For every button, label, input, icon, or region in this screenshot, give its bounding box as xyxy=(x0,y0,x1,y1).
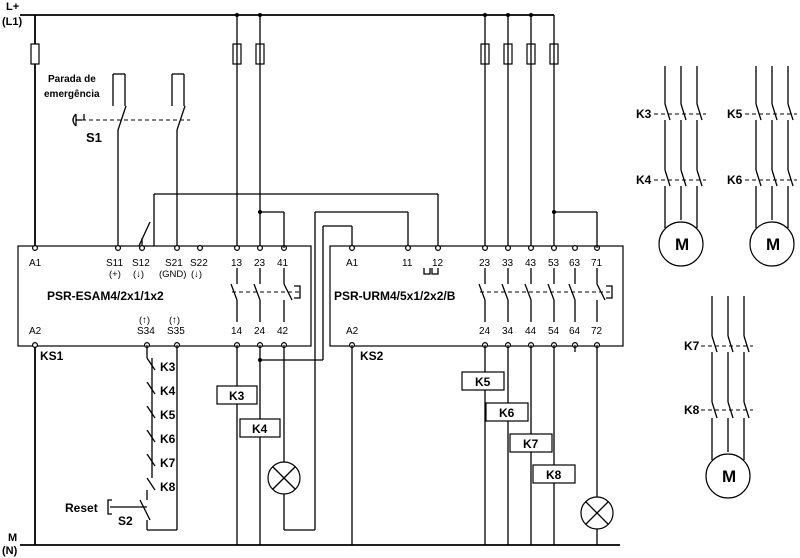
m1-top-sym-s21: (GND) xyxy=(159,269,186,280)
m2-bot-64: 64 xyxy=(569,326,581,337)
coil-k7 xyxy=(509,433,553,453)
m2-top-63: 63 xyxy=(569,258,581,269)
m2-bot-a2: A2 xyxy=(346,326,359,337)
coil-k3 xyxy=(216,385,258,405)
m1-bot-24: 24 xyxy=(254,326,266,337)
supply-bottom-label: M xyxy=(8,532,17,544)
m2-bot-24: 24 xyxy=(479,326,491,337)
module2-box xyxy=(329,245,624,349)
coil-k4-label: K4 xyxy=(252,422,268,436)
motor-2-circuit xyxy=(745,66,797,267)
m1-bot-a2: A2 xyxy=(29,326,42,337)
m2-bot-72: 72 xyxy=(591,326,603,337)
coil-k6 xyxy=(485,402,529,422)
feedback-k6: K6 xyxy=(160,432,176,446)
m1-bot-42: 42 xyxy=(277,326,289,337)
m1-top-s11: S11 xyxy=(106,258,123,269)
module1-top-terminal-labels: A1 S11 S12 S21 S22 13 23 41 (+) (↓) (GND… xyxy=(29,258,289,280)
lamp-icon xyxy=(267,461,301,495)
coil-k3-label: K3 xyxy=(229,389,245,403)
estop-caption-line2: emergência xyxy=(44,89,100,100)
feedback-k8: K8 xyxy=(160,480,176,494)
motor2-contactor-b: K6 xyxy=(727,173,743,187)
feedback-k3: K3 xyxy=(160,360,176,374)
m1-top-sym-s22: (↓) xyxy=(191,269,202,280)
reset-label: Reset xyxy=(65,501,98,515)
m1-bot-s35: S35 xyxy=(167,326,185,337)
m2-top-53: 53 xyxy=(548,258,560,269)
m1-bot-s34: S34 xyxy=(137,326,155,337)
module2-ref: KS2 xyxy=(360,349,384,363)
m1-top-sym-s12: (↓) xyxy=(133,269,144,280)
reset-button-symbol xyxy=(107,499,151,521)
feedback-chain xyxy=(146,345,178,531)
coil-k4 xyxy=(239,418,281,438)
module2-top-terminal-labels: A1 11 12 23 33 43 53 63 71 xyxy=(346,258,603,269)
m2-bot-44: 44 xyxy=(525,326,537,337)
module1-ref: KS1 xyxy=(40,349,64,363)
motor1-label: M xyxy=(675,235,689,254)
m1-top-41: 41 xyxy=(277,258,289,269)
reset-name: S2 xyxy=(118,514,133,528)
estop-name: S1 xyxy=(86,130,102,145)
m2-top-a1: A1 xyxy=(346,258,359,269)
motor3-contactor-b: K8 xyxy=(684,403,700,417)
m2-top-12: 12 xyxy=(432,258,444,269)
m1-top-a1: A1 xyxy=(29,258,42,269)
module1-box xyxy=(17,245,312,349)
supply-bottom-sub: (N) xyxy=(2,545,18,557)
motor3-contactor-a: K7 xyxy=(684,339,700,353)
m1-top-s22: S22 xyxy=(190,258,208,269)
m1-top-13: 13 xyxy=(231,258,243,269)
feedback-k4: K4 xyxy=(160,384,176,398)
module2-name: PSR-URM4/5x1/2x2/B xyxy=(334,289,456,303)
motor1-contactor-b: K4 xyxy=(636,173,652,187)
motor2-contactor-a: K5 xyxy=(727,107,743,121)
m2-top-23: 23 xyxy=(479,258,491,269)
m2-top-71: 71 xyxy=(591,258,603,269)
coil-k8 xyxy=(532,464,576,484)
m2-top-11: 11 xyxy=(402,258,413,269)
m2-top-43: 43 xyxy=(525,258,537,269)
m2-top-33: 33 xyxy=(502,258,514,269)
coil-k8-label: K8 xyxy=(546,468,562,482)
module1-bottom-terminal-labels: (↑) (↑) A2 S34 S35 14 24 42 xyxy=(29,315,289,337)
motor-3-circuit xyxy=(701,296,753,499)
m1-bot-sym-s35: (↑) xyxy=(169,315,180,326)
motor2-label: M xyxy=(766,235,780,254)
estop-caption-line1: Parada de xyxy=(48,74,96,85)
supply-top-label: L+ xyxy=(6,1,19,13)
motor3-label: M xyxy=(722,467,736,486)
m2-bot-54: 54 xyxy=(548,326,560,337)
feedback-k5: K5 xyxy=(160,408,176,422)
m1-top-sym-s11: (+) xyxy=(109,269,121,280)
coil-k5 xyxy=(461,371,505,391)
supply-top-sub: (L1) xyxy=(2,16,23,28)
feedback-k7: K7 xyxy=(160,456,176,470)
fuses xyxy=(30,43,559,65)
coil-k6-label: K6 xyxy=(499,406,515,420)
supply-drops xyxy=(236,15,555,248)
m2-bot-34: 34 xyxy=(502,326,514,337)
module2-bottom-terminal-labels: A2 24 34 44 54 64 72 xyxy=(346,326,603,337)
coil-k5-label: K5 xyxy=(475,375,491,389)
m1-bot-14: 14 xyxy=(231,326,243,337)
module1-name: PSR-ESAM4/2x1/1x2 xyxy=(47,289,164,303)
coil-k7-label: K7 xyxy=(523,437,539,451)
m1-top-s12: S12 xyxy=(132,258,150,269)
m1-bot-sym-s34: (↑) xyxy=(139,315,150,326)
m1-top-23: 23 xyxy=(254,258,266,269)
lamp-icon xyxy=(580,496,614,530)
motor-1-circuit xyxy=(654,66,706,267)
motor1-contactor-a: K3 xyxy=(636,107,652,121)
emergency-stop-switch xyxy=(72,73,190,248)
m1-top-s21: S21 xyxy=(165,258,183,269)
